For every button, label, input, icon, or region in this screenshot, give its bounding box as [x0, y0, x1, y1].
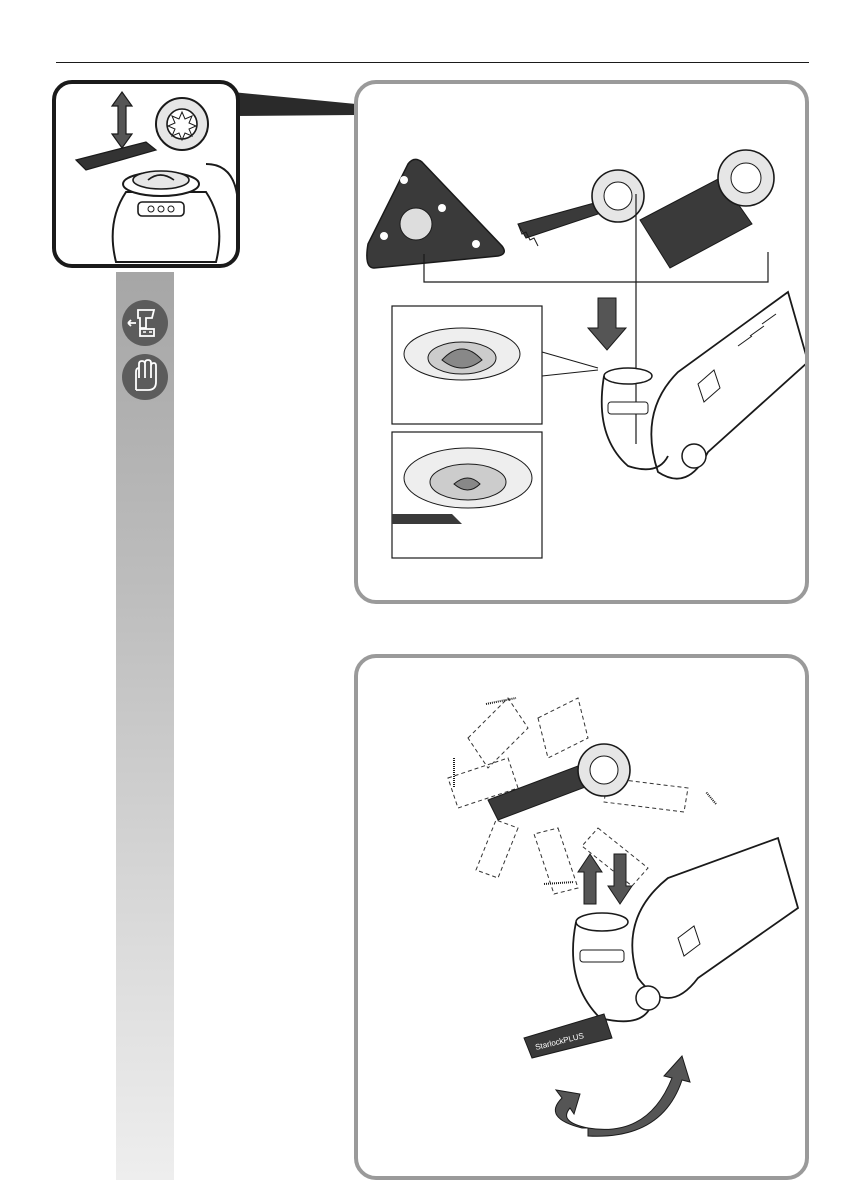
figure-accessory-swing-mounting: StarlockPLUS — [354, 654, 809, 1180]
inset-illustration — [56, 84, 236, 264]
detail-inset — [52, 80, 240, 268]
panel-1-illustration — [358, 84, 805, 600]
figure-accessory-attachment — [354, 80, 809, 604]
remove-battery-icon — [122, 300, 168, 346]
panel-2-illustration: StarlockPLUS — [358, 658, 805, 1176]
instruction-sidebar — [116, 272, 174, 1180]
gloves-icon — [122, 354, 168, 400]
